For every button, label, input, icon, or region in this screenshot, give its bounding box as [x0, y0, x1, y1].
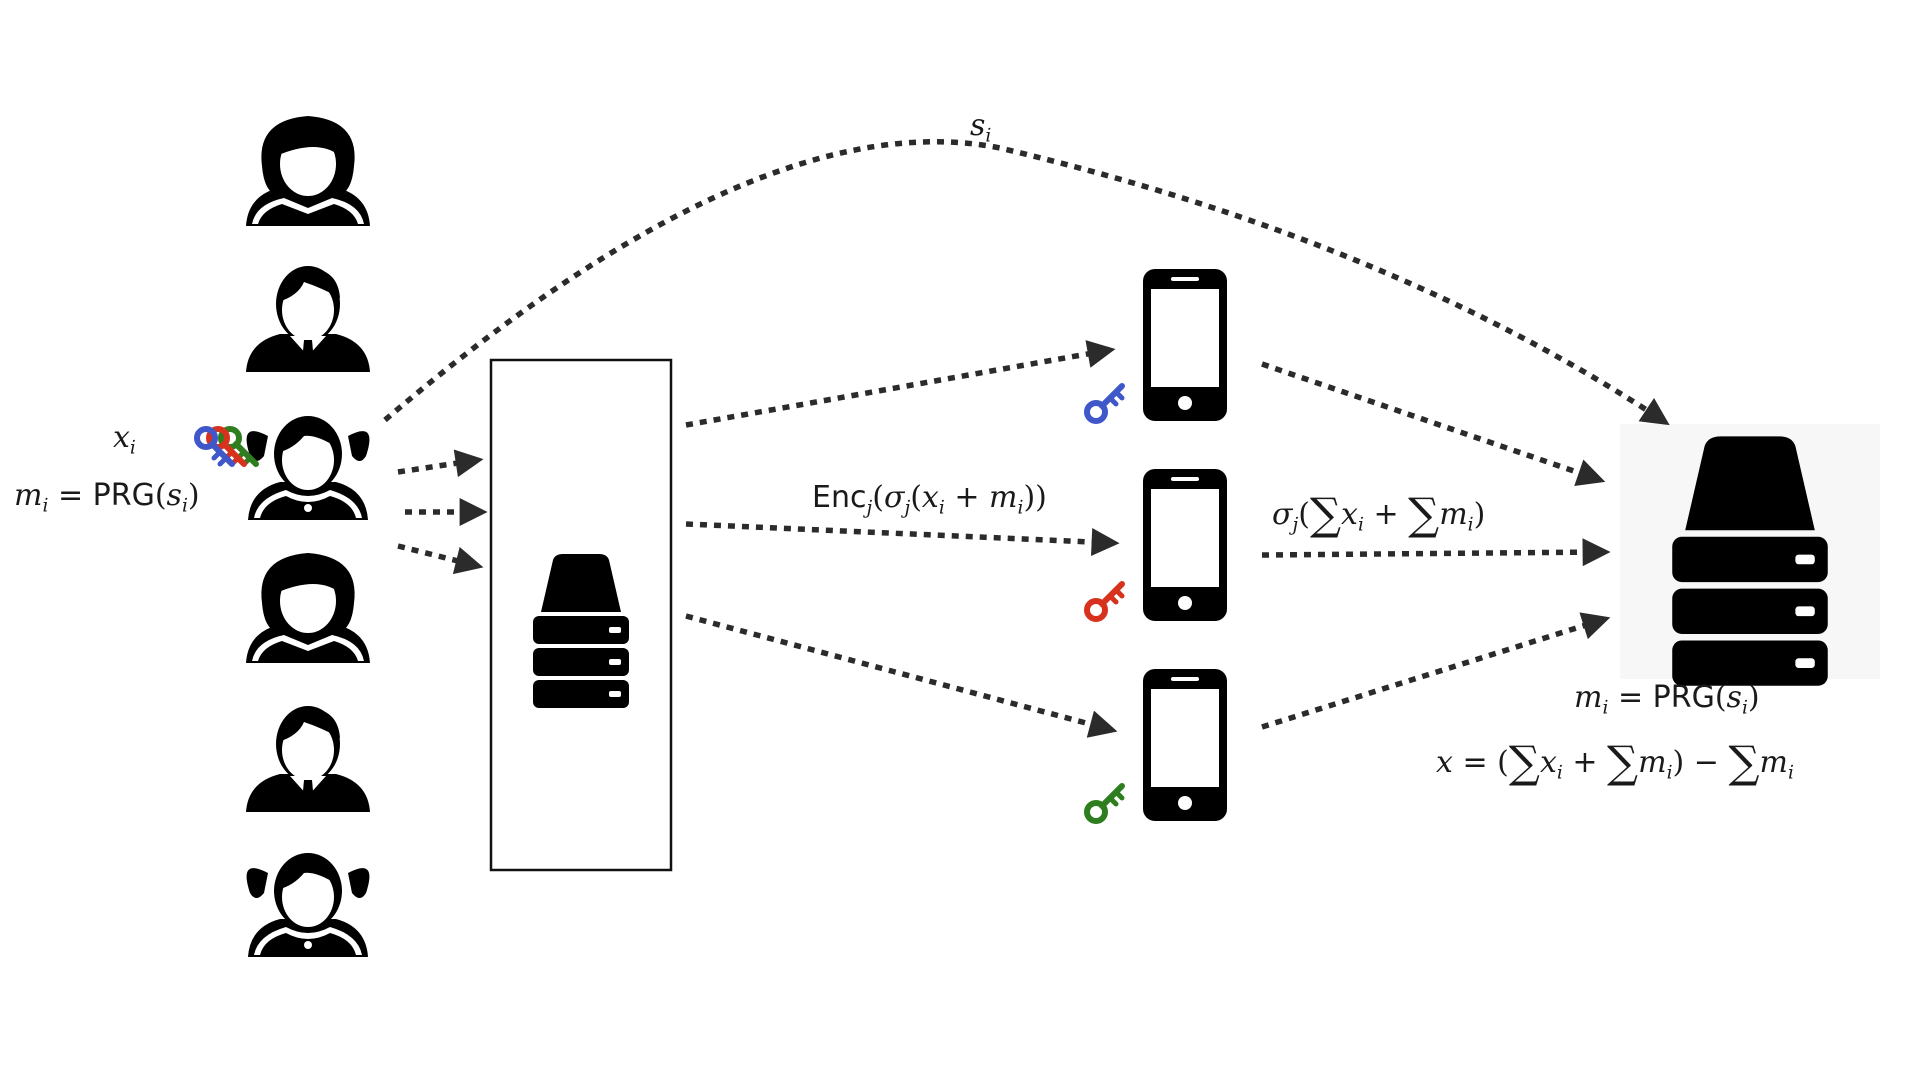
arrow-user-to-shuffler-1	[397, 449, 484, 478]
shuffler-box	[489, 358, 673, 872]
arrow-phone-1-to-server	[1261, 361, 1606, 486]
arrows	[383, 139, 1670, 738]
arrow-seed-to-server	[383, 139, 1670, 426]
server-mask-formula: mi = PRG(si)	[1574, 680, 1760, 719]
arrow-shuffler-to-phone-2	[685, 521, 1120, 556]
user-man-icon-1	[246, 266, 370, 372]
arrow-shuffler-to-phone-1	[685, 340, 1116, 428]
key-icon-red	[1087, 584, 1122, 619]
user-woman-icon-1	[246, 116, 370, 226]
arrow-phone-3-to-server	[1261, 612, 1611, 730]
server-result-formula: x = (∑xi + ∑mi) − ∑mi	[1436, 738, 1794, 788]
encryption-formula: Encj(σj(xi + mi))	[812, 480, 1047, 519]
arrow-shuffler-to-phone-3	[685, 613, 1118, 738]
key-icon-green	[1087, 786, 1122, 821]
input-label: xi	[113, 420, 136, 459]
arrow-user-to-shuffler-3	[397, 543, 484, 575]
phone-output-formula: σj(∑xi + ∑mi)	[1272, 490, 1486, 540]
seed-label: si	[970, 108, 992, 147]
smartphone-icon-3	[1143, 669, 1227, 821]
smartphone-icon-1	[1143, 269, 1227, 421]
user-mask-formula: mi = PRG(si)	[14, 478, 200, 517]
user-man-icon-2	[246, 706, 370, 812]
key-bundle-icon	[197, 429, 256, 464]
user-woman-icon-2	[246, 553, 370, 663]
arrow-phone-2-to-server	[1261, 538, 1611, 567]
smartphone-icon-2	[1143, 469, 1227, 621]
user-girl-icon-1	[246, 416, 370, 520]
key-icon-blue	[1087, 386, 1122, 421]
user-girl-icon-2	[246, 853, 370, 957]
